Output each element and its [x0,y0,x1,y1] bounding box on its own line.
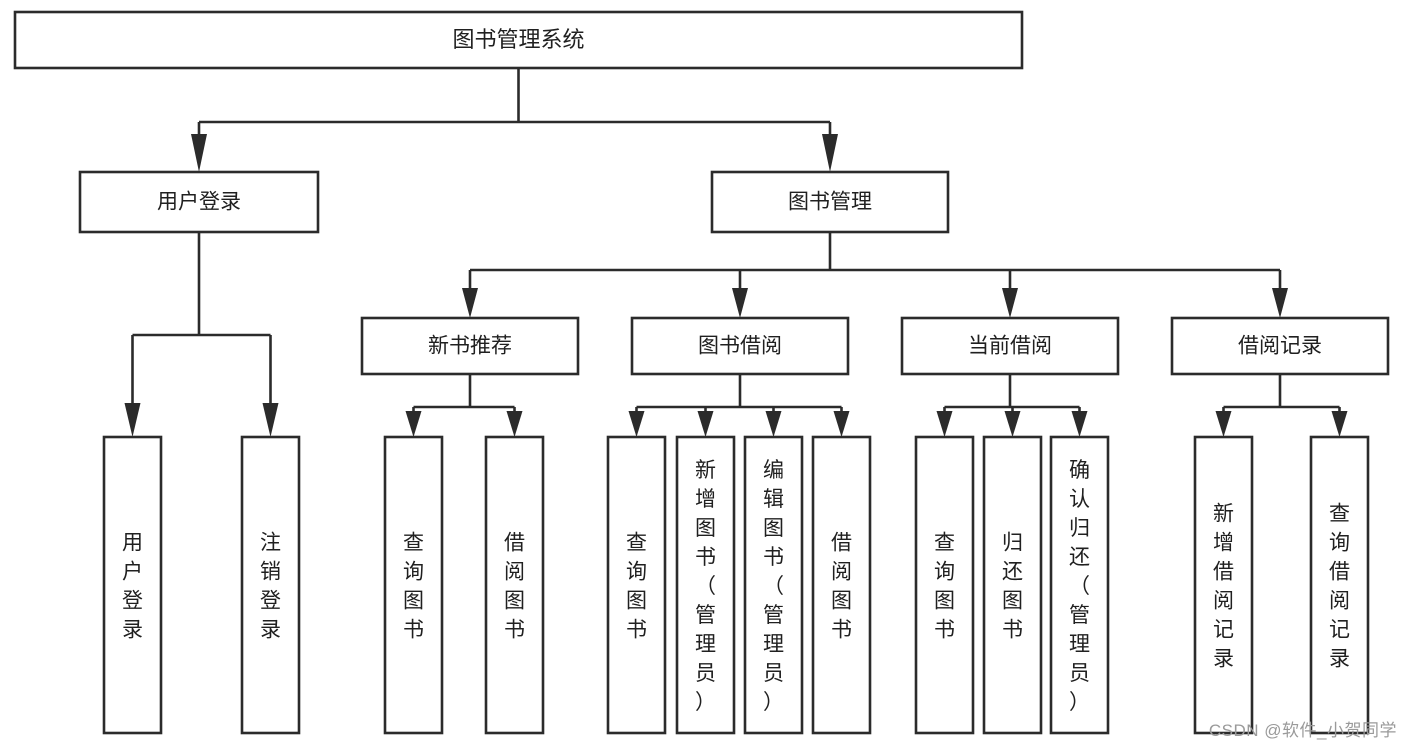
node-layer: 图书管理系统用户登录图书管理新书推荐图书借阅当前借阅借阅记录用户登录注销登录查询… [13,10,1390,735]
arrow-head-icon [262,403,279,437]
node-label: 确认归还（管理员） [1069,459,1090,714]
node-l_bk_add[interactable]: 新增图书（管理员） [675,435,736,735]
arrow-head-icon [833,411,850,437]
node-l_bk_query[interactable]: 查询图书 [606,435,667,735]
node-box[interactable] [360,316,580,376]
node-box[interactable] [78,170,320,234]
node-l_nb_borrow[interactable]: 借阅图书 [484,435,545,735]
node-l_cur_return[interactable]: 归还图书 [982,435,1043,735]
node-label: 用户登录 [157,191,241,214]
node-label: 查询借阅记录 [1329,503,1350,671]
node-box[interactable] [630,316,850,376]
node-box[interactable] [1049,435,1110,735]
node-box[interactable] [710,170,950,234]
arrow-head-icon [124,403,141,437]
arrow-head-icon [697,411,714,437]
node-l_rec_query[interactable]: 查询借阅记录 [1309,435,1370,735]
node-l_user_login[interactable]: 用户登录 [102,435,163,735]
arrow-head-icon [822,134,838,172]
arrow-head-icon [628,411,645,437]
arrow-head-icon [462,288,478,318]
node-label: 图书管理系统 [452,27,584,52]
node-label: 归还图书 [1002,532,1023,642]
node-label: 用户登录 [122,532,143,642]
node-box[interactable] [13,10,1024,70]
arrow-head-icon [405,411,422,437]
node-l_bk_borrow[interactable]: 借阅图书 [811,435,872,735]
node-box[interactable] [102,435,163,735]
node-n_user_login[interactable]: 用户登录 [78,170,320,234]
node-label: 查询图书 [403,532,424,642]
arrow-head-icon [191,134,207,172]
node-label: 借阅图书 [831,532,852,642]
node-l_nb_query[interactable]: 查询图书 [383,435,444,735]
arrow-head-icon [765,411,782,437]
node-box[interactable] [606,435,667,735]
arrow-head-icon [1272,288,1288,318]
node-box[interactable] [743,435,804,735]
node-box[interactable] [900,316,1120,376]
arrow-head-icon [506,411,523,437]
arrow-head-icon [1004,411,1021,437]
node-label: 图书管理 [788,191,872,214]
node-box[interactable] [1309,435,1370,735]
arrow-head-icon [732,288,748,318]
node-box[interactable] [383,435,444,735]
node-label: 新增借阅记录 [1213,503,1234,671]
node-n_book_mgmt[interactable]: 图书管理 [710,170,950,234]
arrow-head-icon [1331,411,1348,437]
node-l_logout[interactable]: 注销登录 [240,435,301,735]
node-box[interactable] [1170,316,1390,376]
node-label: 编辑图书（管理员） [763,459,784,714]
node-label: 借阅图书 [504,532,525,642]
node-n_new_book[interactable]: 新书推荐 [360,316,580,376]
node-n_borrow[interactable]: 图书借阅 [630,316,850,376]
node-box[interactable] [240,435,301,735]
node-label: 新增图书（管理员） [695,459,716,714]
node-l_cur_query[interactable]: 查询图书 [914,435,975,735]
node-label: 新书推荐 [428,335,512,358]
arrow-head-icon [936,411,953,437]
node-l_rec_add[interactable]: 新增借阅记录 [1193,435,1254,735]
watermark-label: CSDN @软件_小贺同学 [1208,721,1397,740]
node-l_bk_edit[interactable]: 编辑图书（管理员） [743,435,804,735]
node-box[interactable] [1193,435,1254,735]
arrow-head-icon [1071,411,1088,437]
node-root[interactable]: 图书管理系统 [13,10,1024,70]
node-box[interactable] [484,435,545,735]
node-label: 注销登录 [260,532,281,642]
node-label: 图书借阅 [698,335,782,358]
arrow-head-icon [1215,411,1232,437]
node-n_current[interactable]: 当前借阅 [900,316,1120,376]
arrow-head-icon [1002,288,1018,318]
node-l_cur_confirm[interactable]: 确认归还（管理员） [1049,435,1110,735]
connector-layer [124,68,1348,437]
node-label: 当前借阅 [968,335,1052,358]
node-label: 查询图书 [934,532,955,642]
node-label: 查询图书 [626,532,647,642]
node-box[interactable] [914,435,975,735]
node-label: 借阅记录 [1238,335,1322,358]
node-box[interactable] [675,435,736,735]
node-box[interactable] [811,435,872,735]
node-box[interactable] [982,435,1043,735]
node-n_record[interactable]: 借阅记录 [1170,316,1390,376]
